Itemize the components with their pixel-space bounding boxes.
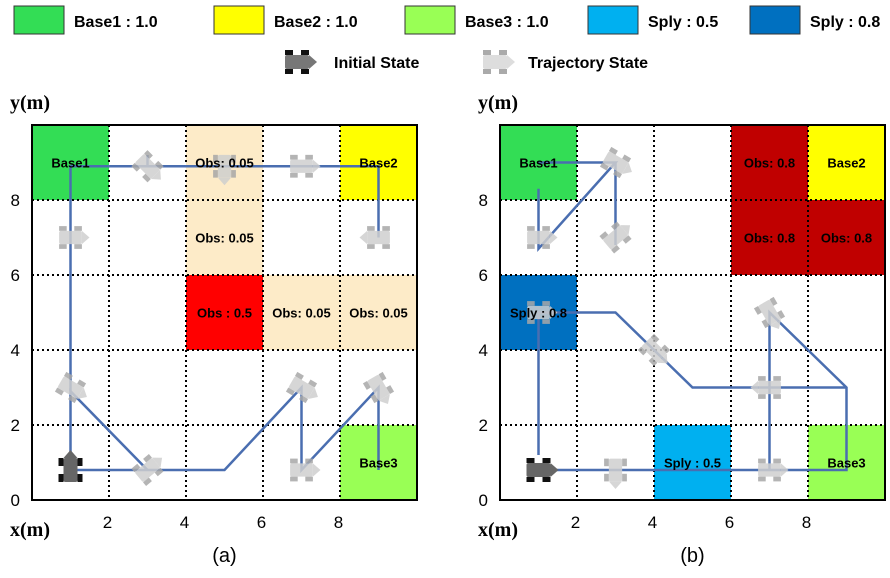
legend-label: Sply : 0.5 [648, 14, 718, 31]
legend-item: Base1 : 1.0 [13, 5, 158, 35]
trajectory-vehicle-icon [131, 150, 164, 183]
x-tick-label: 2 [103, 513, 112, 532]
legend: Base1 : 1.0 Base2 : 1.0 Base3 : 1.0 Sply : … [13, 5, 880, 74]
cell-label: Base3 [359, 456, 397, 471]
cell-label: Obs: 0.05 [349, 306, 408, 321]
legend-item: Sply : 0.5 [587, 5, 718, 35]
x-axis-label: x(m) [10, 519, 50, 541]
trajectory-vehicle-icon [290, 458, 321, 482]
cell-label: Obs: 0.05 [195, 156, 254, 171]
y-tick-label: 0 [479, 491, 488, 510]
legend-label: Base3 : 1.0 [465, 14, 549, 31]
y-tick-label: 4 [479, 341, 488, 360]
x-tick-label: 8 [802, 513, 811, 532]
y-tick-label: 2 [11, 416, 20, 435]
cell-label: Base2 [359, 156, 397, 171]
trajectory-vehicle-icon [362, 371, 395, 404]
x-axis-label: x(m) [478, 519, 518, 541]
y-tick-label: 2 [479, 416, 488, 435]
grid-cell [263, 275, 340, 350]
trajectory-vehicle-icon [758, 458, 789, 482]
trajectory-vehicle-icon [527, 226, 558, 249]
x-tick-label: 2 [571, 513, 580, 532]
legend-swatch [587, 5, 639, 35]
cell-label: Base1 [519, 156, 557, 171]
trajectory-vehicle-icon [637, 333, 671, 367]
cell-label: Obs: 0.05 [195, 231, 254, 246]
cell-label: Obs: 0.8 [744, 156, 795, 171]
grid-cell [731, 125, 808, 200]
panel-caption: (b) [680, 545, 704, 567]
trajectory-path [70, 384, 380, 474]
y-tick-label: 6 [479, 266, 488, 285]
legend-label: Sply : 0.8 [810, 14, 880, 31]
trajectory-vehicle-icon [213, 154, 236, 186]
grid-cell [808, 200, 885, 275]
y-axis-label: y(m) [478, 92, 518, 114]
legend-label: Base1 : 1.0 [74, 14, 158, 31]
grid-cell [340, 275, 417, 350]
y-tick-label: 4 [11, 341, 20, 360]
initial-vehicle-icon [526, 458, 559, 482]
y-tick-label: 8 [479, 191, 488, 210]
trajectory-vehicle-icon [359, 226, 390, 249]
legend-swatch [404, 5, 456, 35]
cell-label: Obs: 0.8 [821, 231, 872, 246]
grid-cell [808, 125, 885, 200]
trajectory-path [537, 161, 619, 253]
legend-swatch [13, 5, 65, 35]
cell-label: Obs : 0.5 [197, 306, 252, 321]
cell-label: Obs: 0.05 [272, 306, 331, 321]
trajectory-vehicle-icon [131, 453, 164, 487]
legend-initial-state: Initial State [334, 55, 419, 72]
trajectory-vehicle-icon [753, 296, 786, 329]
grid-cell [186, 275, 263, 350]
legend-item: Base3 : 1.0 [404, 5, 549, 35]
x-tick-label: 6 [725, 513, 734, 532]
cell-label: Obs: 0.8 [744, 231, 795, 246]
grid-cell [654, 425, 731, 500]
legend-swatch [749, 5, 801, 35]
legend-item: Base2 : 1.0 [213, 5, 358, 35]
legend-item: Sply : 0.8 [749, 5, 880, 35]
y-tick-label: 6 [11, 266, 20, 285]
vehicle-icon [285, 50, 317, 74]
x-tick-label: 4 [648, 513, 657, 532]
grid-border [499, 124, 886, 501]
trajectory-vehicle-icon [599, 221, 632, 254]
x-tick-label: 4 [180, 513, 189, 532]
cell-label: Base2 [827, 156, 865, 171]
trajectory-vehicle-icon [290, 154, 321, 178]
grid-border [31, 124, 418, 501]
trajectory-vehicle-icon [527, 301, 558, 324]
trajectory-vehicle-icon [54, 371, 87, 404]
legend-label: Base2 : 1.0 [274, 14, 358, 31]
initial-vehicle-icon [58, 450, 83, 482]
x-tick-label: 6 [257, 513, 266, 532]
cell-label: Base3 [827, 456, 865, 471]
trajectory-vehicle-icon [599, 146, 632, 179]
vehicle-icon [483, 50, 515, 74]
cell-label: Base1 [51, 156, 89, 171]
panel-caption: (a) [212, 545, 236, 567]
y-tick-label: 8 [11, 191, 20, 210]
legend-swatch [213, 5, 265, 35]
y-axis-label: y(m) [10, 92, 50, 114]
cell-label: Sply : 0.5 [664, 456, 721, 471]
cell-label: Sply : 0.8 [510, 306, 567, 321]
y-tick-label: 0 [11, 491, 20, 510]
x-tick-label: 8 [334, 513, 343, 532]
trajectory-path [537, 311, 847, 455]
trajectory-vehicle-icon [750, 376, 781, 399]
trajectory-vehicle-icon [604, 458, 627, 490]
grid-cell [186, 200, 263, 275]
legend-trajectory-state: Trajectory State [528, 55, 648, 72]
trajectory-vehicle-icon [285, 371, 318, 404]
trajectory-vehicle-icon [59, 226, 90, 249]
grid-cell [731, 200, 808, 275]
